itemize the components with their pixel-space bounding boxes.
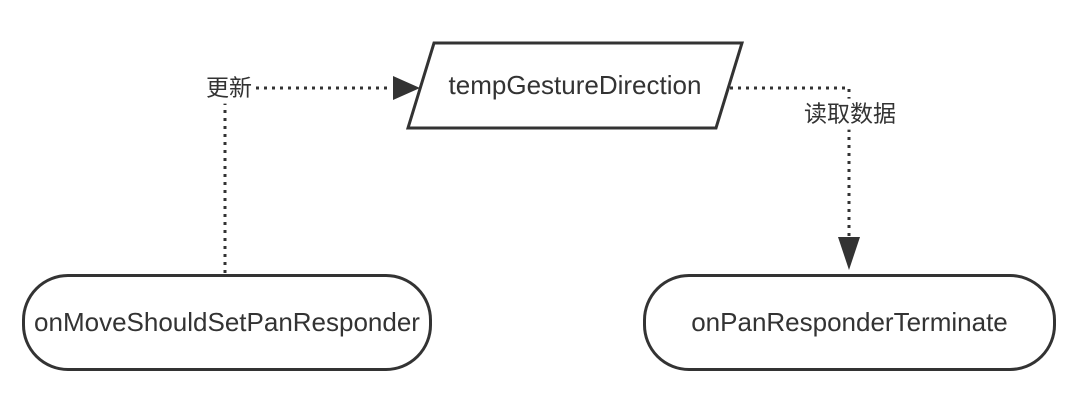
- node-on-move-should-set-pan-responder: onMoveShouldSetPanResponder: [22, 274, 432, 371]
- edge-read-data-line: [730, 86, 851, 238]
- edge-update-arrowhead-icon: [393, 76, 420, 100]
- node-temp-gesture-direction-label: tempGestureDirection: [448, 70, 702, 100]
- node-on-pan-responder-terminate-label: onPanResponderTerminate: [691, 307, 1008, 337]
- node-on-move-should-set-pan-responder-label: onMoveShouldSetPanResponder: [34, 307, 420, 337]
- edge-read-data-label: 读取数据: [800, 98, 900, 130]
- node-on-pan-responder-terminate: onPanResponderTerminate: [643, 274, 1056, 371]
- edge-read-data-arrowhead-icon: [838, 237, 860, 270]
- edge-update-label: 更新: [202, 72, 256, 104]
- edge-update-line: [223, 86, 392, 273]
- node-temp-gesture-direction-shape: [405, 41, 745, 130]
